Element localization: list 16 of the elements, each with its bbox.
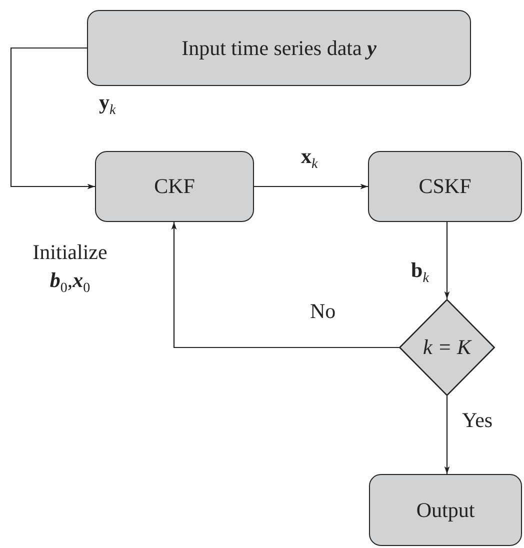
process-box xyxy=(95,151,254,222)
box-label: CSKF xyxy=(418,174,472,199)
box-label: Output xyxy=(416,498,475,522)
note-text: Initialize b$_{0}$,x$_{0}$ xyxy=(32,239,108,299)
arrow xyxy=(444,222,450,299)
arrow xyxy=(10,47,95,190)
process-box xyxy=(87,10,471,86)
decision-diamond xyxy=(399,299,495,396)
box-label: Input time series data y xyxy=(182,36,376,60)
box-label: CKF xyxy=(154,174,195,199)
arrow xyxy=(254,184,368,190)
arrow xyxy=(171,222,399,348)
arrow xyxy=(444,396,450,474)
condition-text: k = K xyxy=(423,335,471,360)
process-box xyxy=(368,151,522,222)
process-box xyxy=(369,474,522,546)
